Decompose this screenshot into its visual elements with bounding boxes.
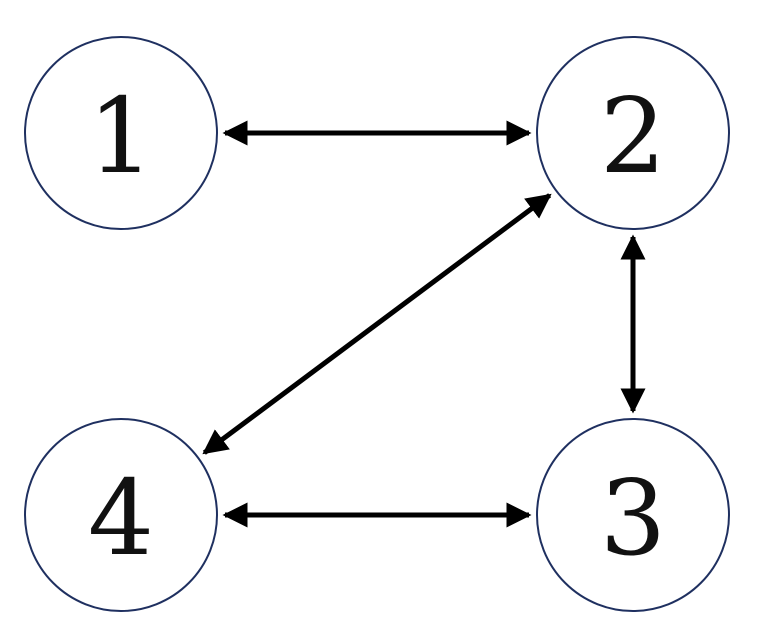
node-1: 1 (24, 36, 218, 230)
node-4: 4 (24, 418, 218, 612)
node-4-circle (24, 418, 218, 612)
node-2-label: 2 (600, 75, 666, 197)
node-2-circle (536, 36, 730, 230)
node-2: 2 (536, 36, 730, 230)
node-1-label: 1 (88, 75, 154, 197)
node-3-circle (536, 418, 730, 612)
node-3: 3 (536, 418, 730, 612)
node-4-label: 4 (88, 457, 154, 579)
node-1-circle (24, 36, 218, 230)
edges-layer (202, 120, 646, 528)
node-3-label: 3 (600, 457, 666, 579)
edge-2-4 (202, 193, 552, 455)
